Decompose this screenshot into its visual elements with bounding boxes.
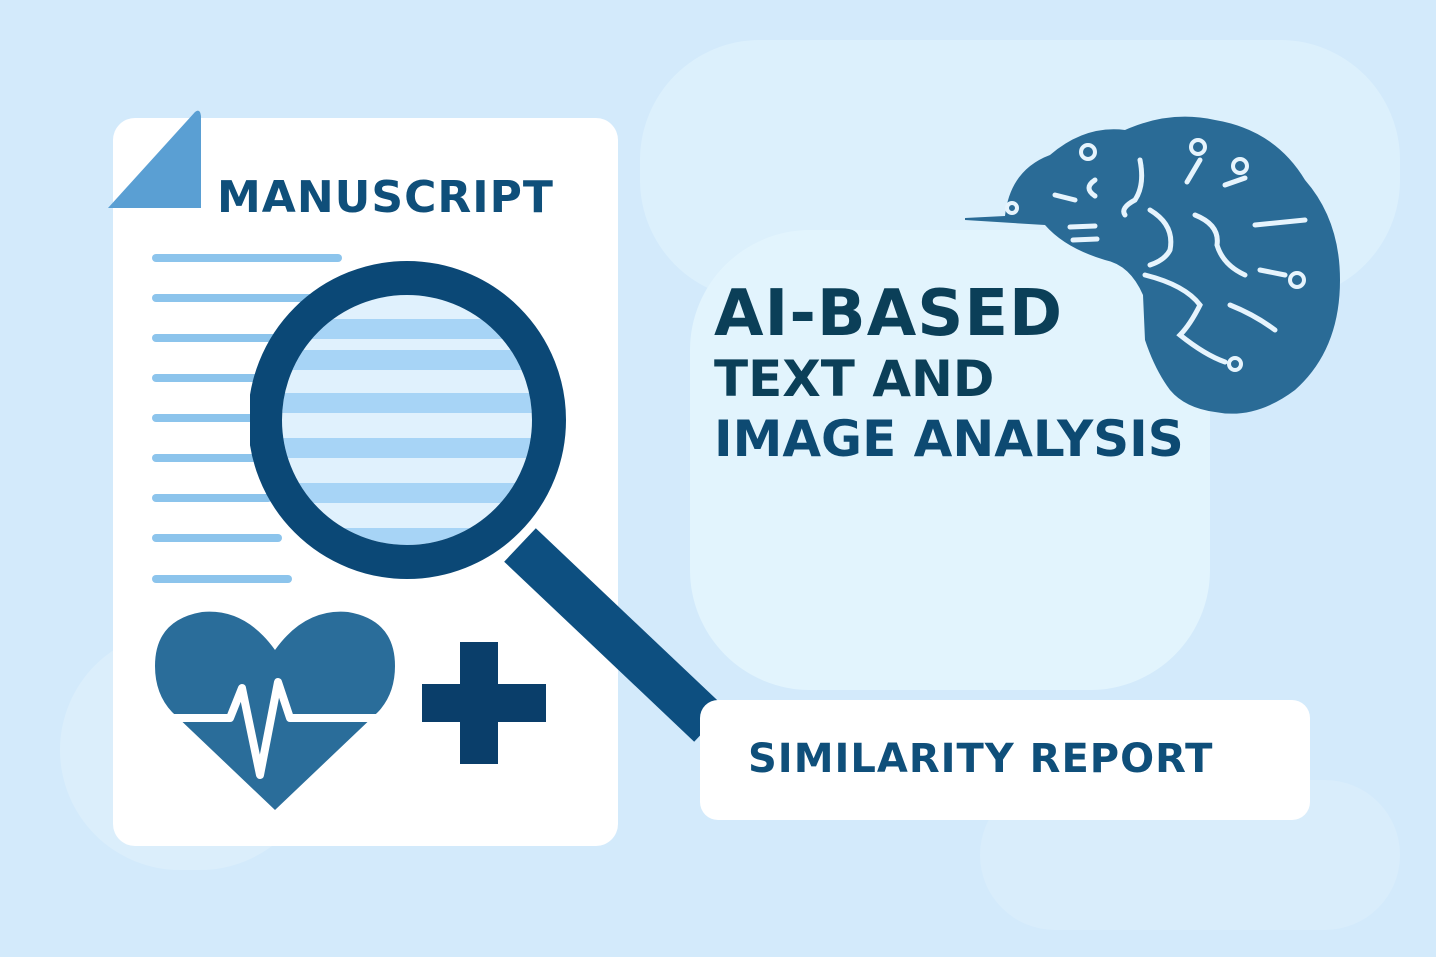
- headline: AI-BASED TEXT AND IMAGE ANALYSIS: [714, 282, 1184, 464]
- text-line: [152, 254, 342, 262]
- headline-line-2: TEXT AND: [714, 350, 995, 408]
- document-fold-icon: [108, 110, 201, 208]
- medical-cross-icon: [422, 642, 546, 764]
- similarity-report-card: [700, 700, 1310, 820]
- text-line: [152, 575, 292, 583]
- text-line: [152, 534, 282, 542]
- magnifier-icon: [250, 261, 726, 742]
- text-line: [152, 454, 272, 462]
- manuscript-title: MANUSCRIPT: [217, 172, 554, 223]
- text-line: [152, 494, 272, 502]
- text-line: [152, 334, 312, 342]
- background-blob: [690, 230, 1210, 690]
- text-line: [152, 294, 332, 302]
- heart-pulse-icon: [150, 611, 400, 810]
- headline-line-1: AI-BASED: [714, 277, 1064, 351]
- similarity-report-label: SIMILARITY REPORT: [748, 736, 1214, 782]
- brain-circuit-icon: [965, 116, 1340, 414]
- text-line: [152, 414, 272, 422]
- headline-line-3: IMAGE ANALYSIS: [714, 410, 1184, 468]
- text-line: [152, 374, 282, 382]
